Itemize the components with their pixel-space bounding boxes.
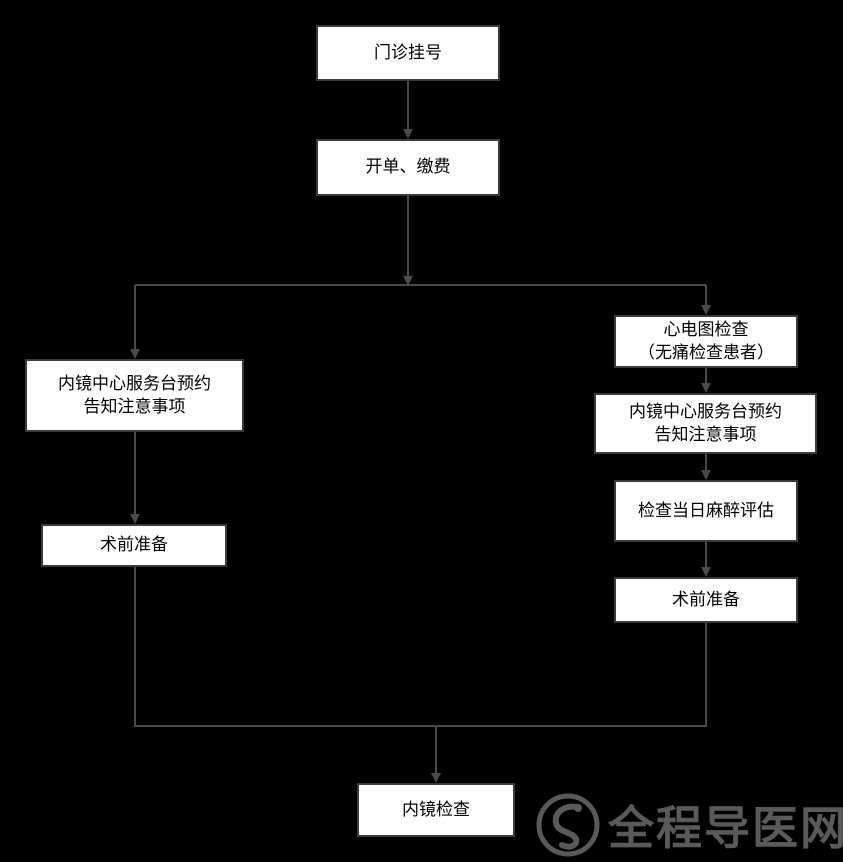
node-right-preoperative-prep: 术前准备 xyxy=(614,577,798,623)
node-label-line-1: 心电图检查 xyxy=(663,319,749,340)
node-left-preoperative-prep: 术前准备 xyxy=(41,524,227,567)
node-endoscopy-exam: 内镜检查 xyxy=(357,783,515,837)
node-label-line-1: 内镜中心服务台预约 xyxy=(58,373,211,394)
node-label-line-1: 内镜中心服务台预约 xyxy=(629,401,782,422)
node-outpatient-registration: 门诊挂号 xyxy=(316,25,500,81)
node-billing-payment: 开单、缴费 xyxy=(316,139,500,196)
node-right-service-desk-booking: 内镜中心服务台预约 告知注意事项 xyxy=(594,393,817,454)
node-label-line-2: （无痛检查患者） xyxy=(638,342,774,363)
watermark: 全程导医网 xyxy=(536,793,843,857)
watermark-text: 全程导医网 xyxy=(608,801,843,855)
node-label: 门诊挂号 xyxy=(374,42,442,63)
swan-logo-icon xyxy=(536,793,600,857)
node-label: 术前准备 xyxy=(100,535,168,555)
merge-line xyxy=(134,567,707,727)
node-label: 检查当日麻醉评估 xyxy=(638,500,774,521)
node-anesthesia-assessment: 检查当日麻醉评估 xyxy=(614,480,798,542)
node-label: 术前准备 xyxy=(672,589,740,610)
node-ecg-exam: 心电图检查 （无痛检查患者） xyxy=(614,315,798,368)
node-label-line-2: 告知注意事项 xyxy=(83,396,186,417)
node-left-service-desk-booking: 内镜中心服务台预约 告知注意事项 xyxy=(25,359,244,432)
node-label-line-2: 告知注意事项 xyxy=(654,424,757,445)
node-label: 内镜检查 xyxy=(402,799,470,820)
node-label: 开单、缴费 xyxy=(365,157,451,177)
